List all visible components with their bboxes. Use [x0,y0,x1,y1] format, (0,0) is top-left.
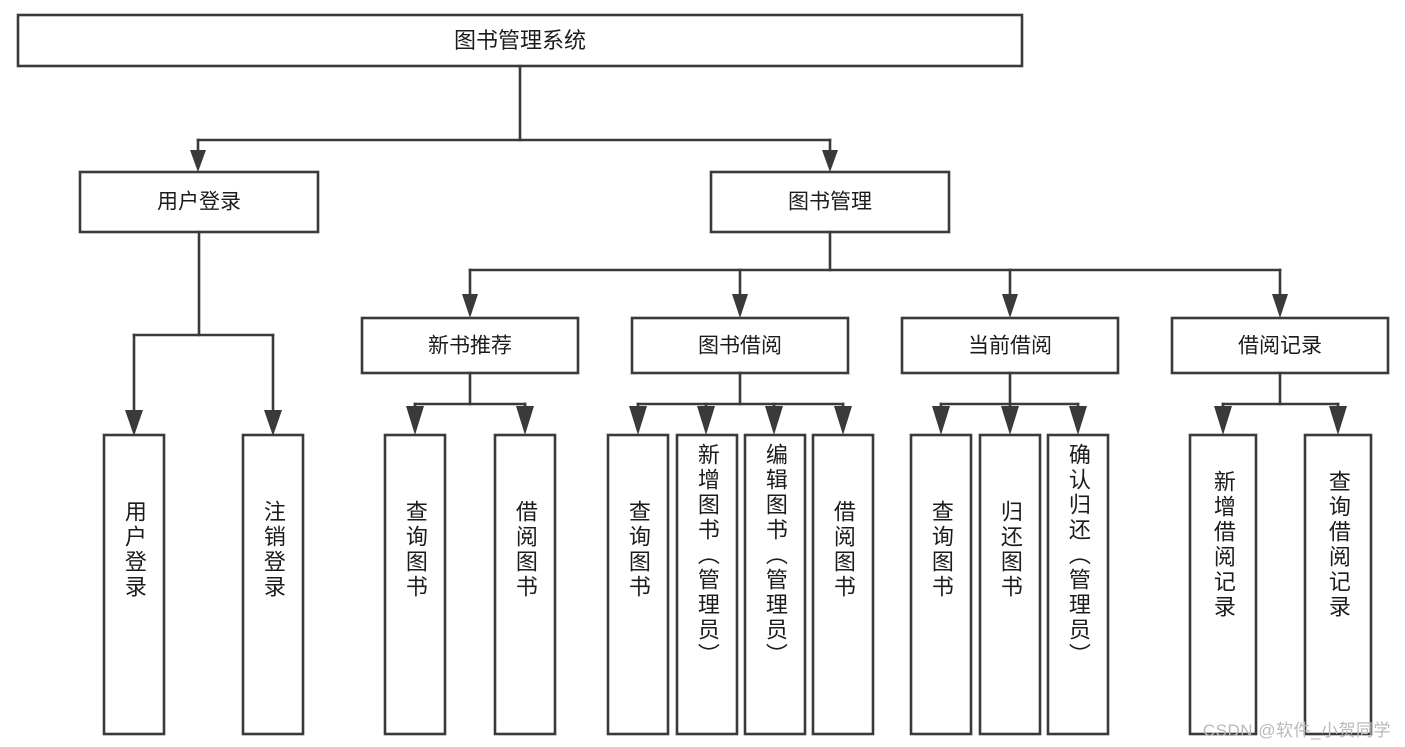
leaf-box-add-borrow-record[interactable] [1188,433,1258,736]
arrow-leaf-edit-book [765,406,783,435]
leaf-box-query-borrow-record[interactable] [1303,433,1373,736]
current-borrow-box[interactable] [900,316,1120,375]
leaf-box-query-book-3[interactable] [909,433,973,736]
arrow-leaf-return-book [1001,406,1019,435]
leaf-box-logout-login[interactable] [241,433,305,736]
node-user-login[interactable]: 用户登录 [78,170,320,234]
node-new-book-recommend[interactable]: 新书推荐 [360,316,580,375]
borrow-record-box[interactable] [1170,316,1390,375]
root-label: 图书管理系统 [454,28,586,53]
arrow-leaf-query-book-2 [629,406,647,435]
arrow-leaf-user-login [125,410,143,436]
book-borrow-label: 图书借阅 [698,335,782,358]
node-book-borrow[interactable]: 图书借阅 [630,316,850,375]
arrow-book-borrow [732,294,748,318]
arrow-leaf-confirm-return [1069,406,1087,435]
arrow-leaf-add-book [697,406,715,435]
watermark-text: CSDN @软件_小贺同学 [1202,721,1391,740]
leaf-box-edit-book[interactable] [743,433,807,736]
root-box[interactable] [16,13,1024,68]
new-book-recommend-label: 新书推荐 [428,335,512,358]
arrow-leaf-borrow-book-1 [516,406,534,435]
arrow-book-manage [822,150,838,172]
leaf-box-return-book[interactable] [978,433,1042,736]
arrow-leaf-query-book-1 [406,406,424,435]
leaf-box-borrow-book-2[interactable] [811,433,875,736]
book-manage-label: 图书管理 [788,191,872,214]
leaf-box-add-book[interactable] [675,433,739,736]
leaf-box-query-book-2[interactable] [606,433,670,736]
arrow-leaf-logout [264,410,282,436]
arrow-new-book-recommend [462,294,478,318]
leaf-box-confirm-return[interactable] [1046,433,1110,736]
new-book-recommend-box[interactable] [360,316,580,375]
node-borrow-record[interactable]: 借阅记录 [1170,316,1390,375]
arrow-borrow-record [1272,294,1288,318]
node-current-borrow[interactable]: 当前借阅 [900,316,1120,375]
book-manage-box[interactable] [709,170,951,234]
book-borrow-box[interactable] [630,316,850,375]
arrow-leaf-add-borrow-record [1214,406,1232,435]
arrow-current-borrow [1002,294,1018,318]
node-root[interactable]: 图书管理系统 [16,13,1024,68]
arrow-leaf-query-borrow-record [1329,406,1347,435]
arrow-leaf-query-book-3 [932,406,950,435]
arrow-user-login [190,150,206,172]
node-book-manage[interactable]: 图书管理 [709,170,951,234]
current-borrow-label: 当前借阅 [968,335,1052,358]
borrow-record-label: 借阅记录 [1238,335,1322,358]
leaf-box-query-book-1[interactable] [383,433,447,736]
leaf-box-user-login[interactable] [102,433,166,736]
arrow-leaf-borrow-book-2 [834,406,852,435]
leaf-box-borrow-book-1[interactable] [493,433,557,736]
user-login-label: 用户登录 [157,191,241,214]
